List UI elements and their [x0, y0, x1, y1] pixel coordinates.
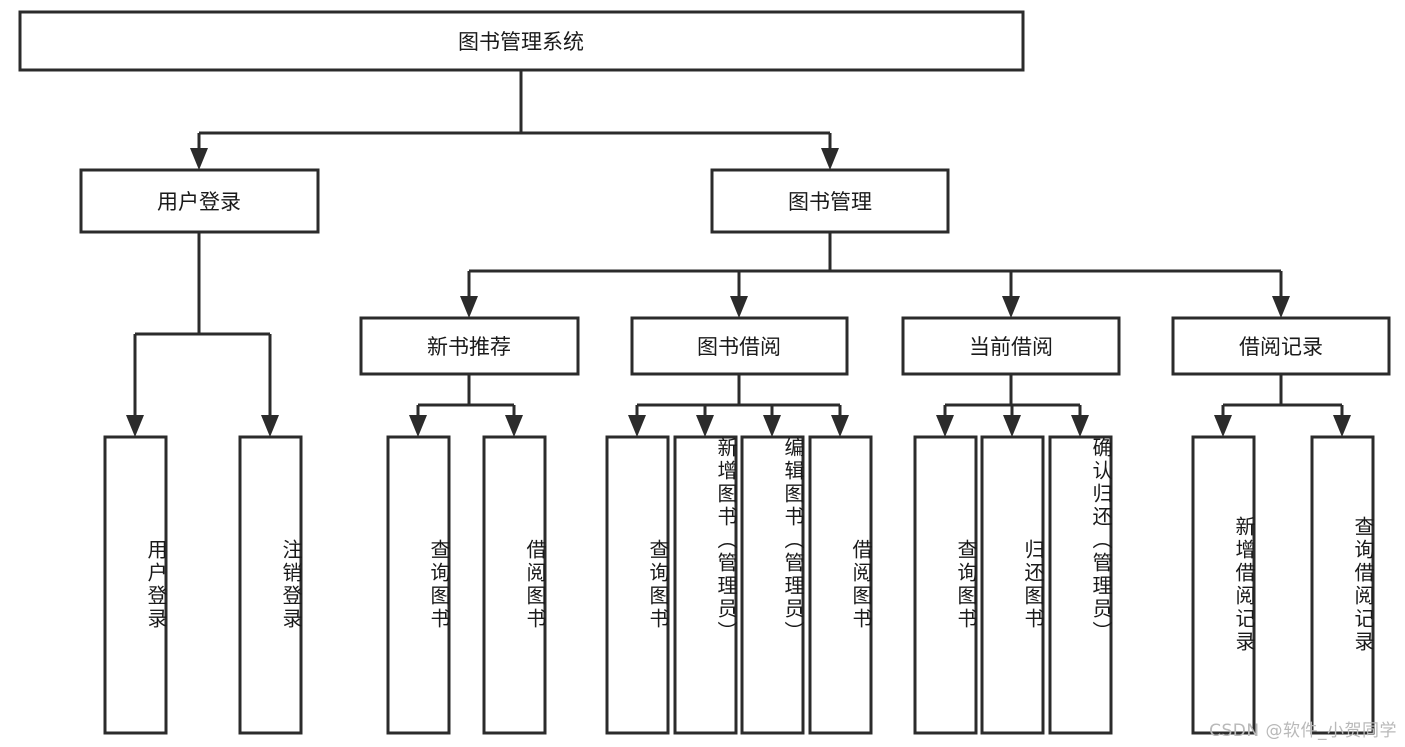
node-user-login-label: 用户登录 — [157, 190, 241, 214]
arrow-book-borrow — [730, 296, 748, 318]
node-book-management-box[interactable] — [710, 168, 950, 234]
arrow-leaf-query-book-2 — [628, 415, 646, 437]
node-current-borrow[interactable]: 当前借阅 — [901, 316, 1121, 376]
node-new-book-recommend-box[interactable] — [359, 316, 580, 376]
node-new-book-recommend-label: 新书推荐 — [427, 335, 511, 359]
leaf-box-user-logout[interactable] — [238, 435, 303, 735]
arrow-leaf-borrow-book-1 — [505, 415, 523, 437]
leaf-box-user-login[interactable] — [103, 435, 168, 735]
leaf-box-add-record[interactable] — [1191, 435, 1256, 735]
node-book-borrow-box[interactable] — [630, 316, 849, 376]
leaf-box-query-book-3[interactable] — [913, 435, 978, 735]
connector-layer — [126, 70, 1351, 437]
node-book-management-label: 图书管理 — [788, 190, 872, 214]
leaf-box-confirm-return[interactable] — [1048, 435, 1113, 735]
arrow-leaf-borrow-book-2 — [831, 415, 849, 437]
arrow-current-borrow — [1002, 296, 1020, 318]
arrow-leaf-query-book-3 — [936, 415, 954, 437]
node-new-book-recommend[interactable]: 新书推荐 — [359, 316, 580, 376]
node-root-label: 图书管理系统 — [458, 30, 584, 54]
node-book-management[interactable]: 图书管理 — [710, 168, 950, 234]
leaf-box-query-book-1[interactable] — [386, 435, 451, 735]
leaf-box-query-book-2[interactable] — [605, 435, 670, 735]
leaf-box-return-book[interactable] — [980, 435, 1045, 735]
arrow-leaf-add-book — [696, 415, 714, 437]
node-borrow-record[interactable]: 借阅记录 — [1171, 316, 1391, 376]
arrow-leaf-return-book — [1003, 415, 1021, 437]
node-user-login-box[interactable] — [79, 168, 320, 234]
arrow-new-book-recommend — [460, 296, 478, 318]
node-user-login[interactable]: 用户登录 — [79, 168, 320, 234]
node-borrow-record-label: 借阅记录 — [1239, 335, 1323, 359]
arrow-leaf-add-record — [1214, 415, 1232, 437]
leaf-box-borrow-book-1[interactable] — [482, 435, 547, 735]
leaf-box-query-record[interactable] — [1310, 435, 1375, 735]
leaf-box-borrow-book-2[interactable] — [808, 435, 873, 735]
leaf-box-add-book[interactable] — [673, 435, 738, 735]
arrow-borrow-record — [1272, 296, 1290, 318]
arrow-user-login — [190, 148, 208, 170]
arrow-leaf-user-login — [126, 415, 144, 437]
node-book-borrow-label: 图书借阅 — [697, 335, 781, 359]
arrow-book-management — [821, 148, 839, 170]
node-root-box[interactable] — [18, 10, 1025, 72]
node-root[interactable]: 图书管理系统 — [18, 10, 1025, 72]
leaf-box-edit-book[interactable] — [740, 435, 805, 735]
arrow-leaf-query-record — [1333, 415, 1351, 437]
node-layer: 图书管理系统 用户登录 图书管理 新书推荐 图书借阅 当前 — [18, 10, 1391, 735]
arrow-leaf-confirm-return — [1071, 415, 1089, 437]
node-book-borrow[interactable]: 图书借阅 — [630, 316, 849, 376]
node-current-borrow-box[interactable] — [901, 316, 1121, 376]
node-borrow-record-box[interactable] — [1171, 316, 1391, 376]
arrow-leaf-query-book-1 — [409, 415, 427, 437]
arrow-leaf-user-logout — [261, 415, 279, 437]
node-current-borrow-label: 当前借阅 — [969, 335, 1053, 359]
csdn-watermark: CSDN @软件_小贺同学 — [1209, 721, 1397, 741]
arrow-leaf-edit-book — [763, 415, 781, 437]
